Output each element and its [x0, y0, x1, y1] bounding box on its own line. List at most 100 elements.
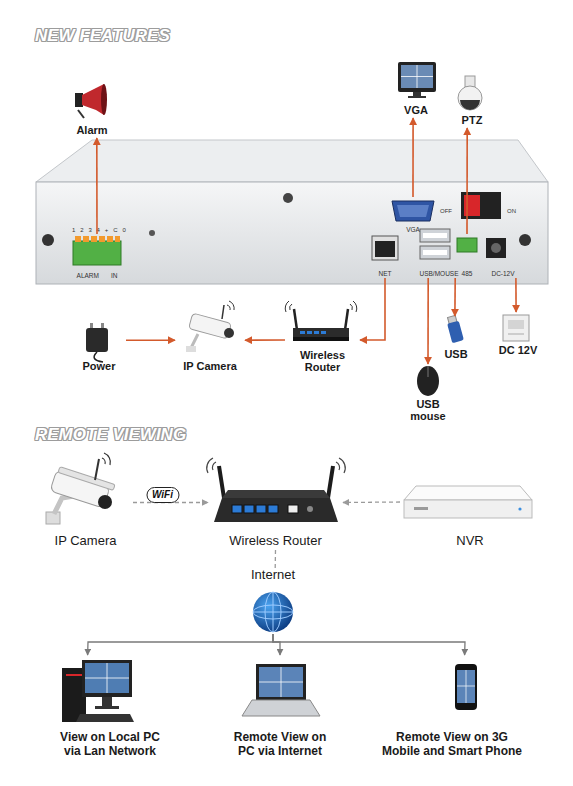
- router-body: [214, 498, 338, 522]
- device-node: DC 12V: [494, 312, 542, 358]
- wifi-wave: [212, 462, 216, 470]
- router-icon: [285, 301, 357, 341]
- nvr-back-panel: [36, 140, 548, 284]
- router-antenna: [328, 466, 333, 498]
- port-label: 485: [462, 270, 473, 277]
- device-node: PTZ: [450, 74, 494, 128]
- connector: [273, 634, 280, 655]
- camera-shield: [58, 467, 115, 491]
- node-label: DC 12V: [499, 344, 538, 357]
- node-label: NVR: [456, 534, 483, 549]
- device-node: IP Camera: [38, 455, 133, 550]
- screen-grid: [457, 686, 475, 687]
- keyboard: [76, 714, 134, 722]
- ptz-housing: [458, 86, 482, 110]
- dc-detail: [508, 334, 524, 335]
- nvr-led: [518, 507, 521, 510]
- pin-numbers: 1 2 3 4 + C 0: [72, 227, 127, 233]
- camera-lens: [224, 328, 234, 338]
- wifi-wave: [350, 304, 352, 310]
- device-node: Remote View on PC via Internet: [205, 655, 355, 760]
- device-node: Wireless Router: [208, 455, 343, 550]
- node-label: Alarm: [76, 124, 107, 137]
- connector: [126, 339, 175, 341]
- port-node: DC-12V: [480, 234, 526, 278]
- device-node: VGA: [392, 60, 440, 118]
- terminal-screw: [107, 236, 113, 242]
- dc-adapter-icon: [503, 315, 529, 341]
- node-label: USB mouse: [406, 398, 450, 423]
- node-label: Wireless Router: [229, 534, 321, 549]
- usb-body: [447, 321, 464, 343]
- edge-label: WiFi: [146, 487, 179, 503]
- node-label: PTZ: [462, 114, 483, 127]
- device-node: NVR: [400, 470, 540, 550]
- monitor-screen: [85, 663, 129, 693]
- device-node: Wireless Router: [285, 305, 360, 375]
- rj45-socket: [375, 241, 395, 257]
- nvr-top: [404, 486, 532, 500]
- monitor-screen: [401, 65, 433, 88]
- camera-antenna: [222, 305, 224, 319]
- ptz-camera-icon: [458, 76, 482, 110]
- terminal-block: [73, 241, 121, 265]
- siren-mouth: [101, 84, 107, 115]
- node-label: IP Camera: [183, 360, 237, 373]
- router-front: [293, 337, 349, 341]
- port-label: ALARM: [77, 272, 99, 279]
- camera-antenna: [95, 459, 99, 480]
- screen-grid: [401, 76, 433, 77]
- router-port: [321, 331, 326, 334]
- nvr-icon: [404, 486, 532, 518]
- wifi-wave: [339, 458, 345, 473]
- device-node: USB: [438, 316, 474, 362]
- terminal-screw: [115, 236, 120, 242]
- nvr-front: [404, 500, 532, 518]
- section-heading: REMOTE VIEWING: [35, 425, 186, 445]
- mouse-button-split: [428, 366, 429, 377]
- siren-horn: [82, 84, 104, 115]
- monitor-frame: [398, 62, 436, 92]
- connector: [96, 138, 98, 234]
- wifi-wave: [229, 301, 234, 310]
- node-label: IP Camera: [55, 534, 117, 549]
- terminal-screw: [91, 236, 97, 242]
- nvr-panel: [36, 182, 548, 284]
- monitor-stand: [102, 697, 112, 706]
- screen-grid: [466, 670, 467, 703]
- device-node: Power: [72, 322, 126, 374]
- monitor-stand: [413, 92, 421, 96]
- laptop-base: [242, 700, 320, 716]
- wifi-wave: [102, 458, 105, 464]
- siren-back: [75, 93, 83, 107]
- router-body: [293, 328, 349, 340]
- port-node: VGA: [388, 197, 438, 234]
- terminal-screw: [99, 236, 105, 242]
- router-port: [307, 331, 312, 334]
- monitor-base: [408, 96, 426, 98]
- node-label: USB: [444, 348, 467, 361]
- nvr-lid: [36, 140, 548, 182]
- mouse-icon: [417, 366, 439, 396]
- screw: [519, 234, 531, 246]
- connector: [245, 339, 285, 341]
- wifi-wave: [336, 462, 340, 470]
- monitor-base: [95, 706, 119, 709]
- wifi-wave: [207, 458, 213, 473]
- phone-screen: [457, 670, 475, 703]
- router-wan-port: [288, 505, 298, 513]
- screw: [42, 234, 54, 246]
- vga-pins: [397, 205, 429, 217]
- connector: [360, 278, 385, 340]
- connector: [515, 278, 517, 312]
- connector: [275, 550, 277, 568]
- node-label: Internet: [251, 568, 295, 583]
- router-antenna: [219, 466, 224, 498]
- hole: [149, 230, 155, 236]
- connector: [427, 278, 429, 364]
- terminal-screw: [75, 236, 81, 242]
- usb-tongue: [423, 250, 447, 255]
